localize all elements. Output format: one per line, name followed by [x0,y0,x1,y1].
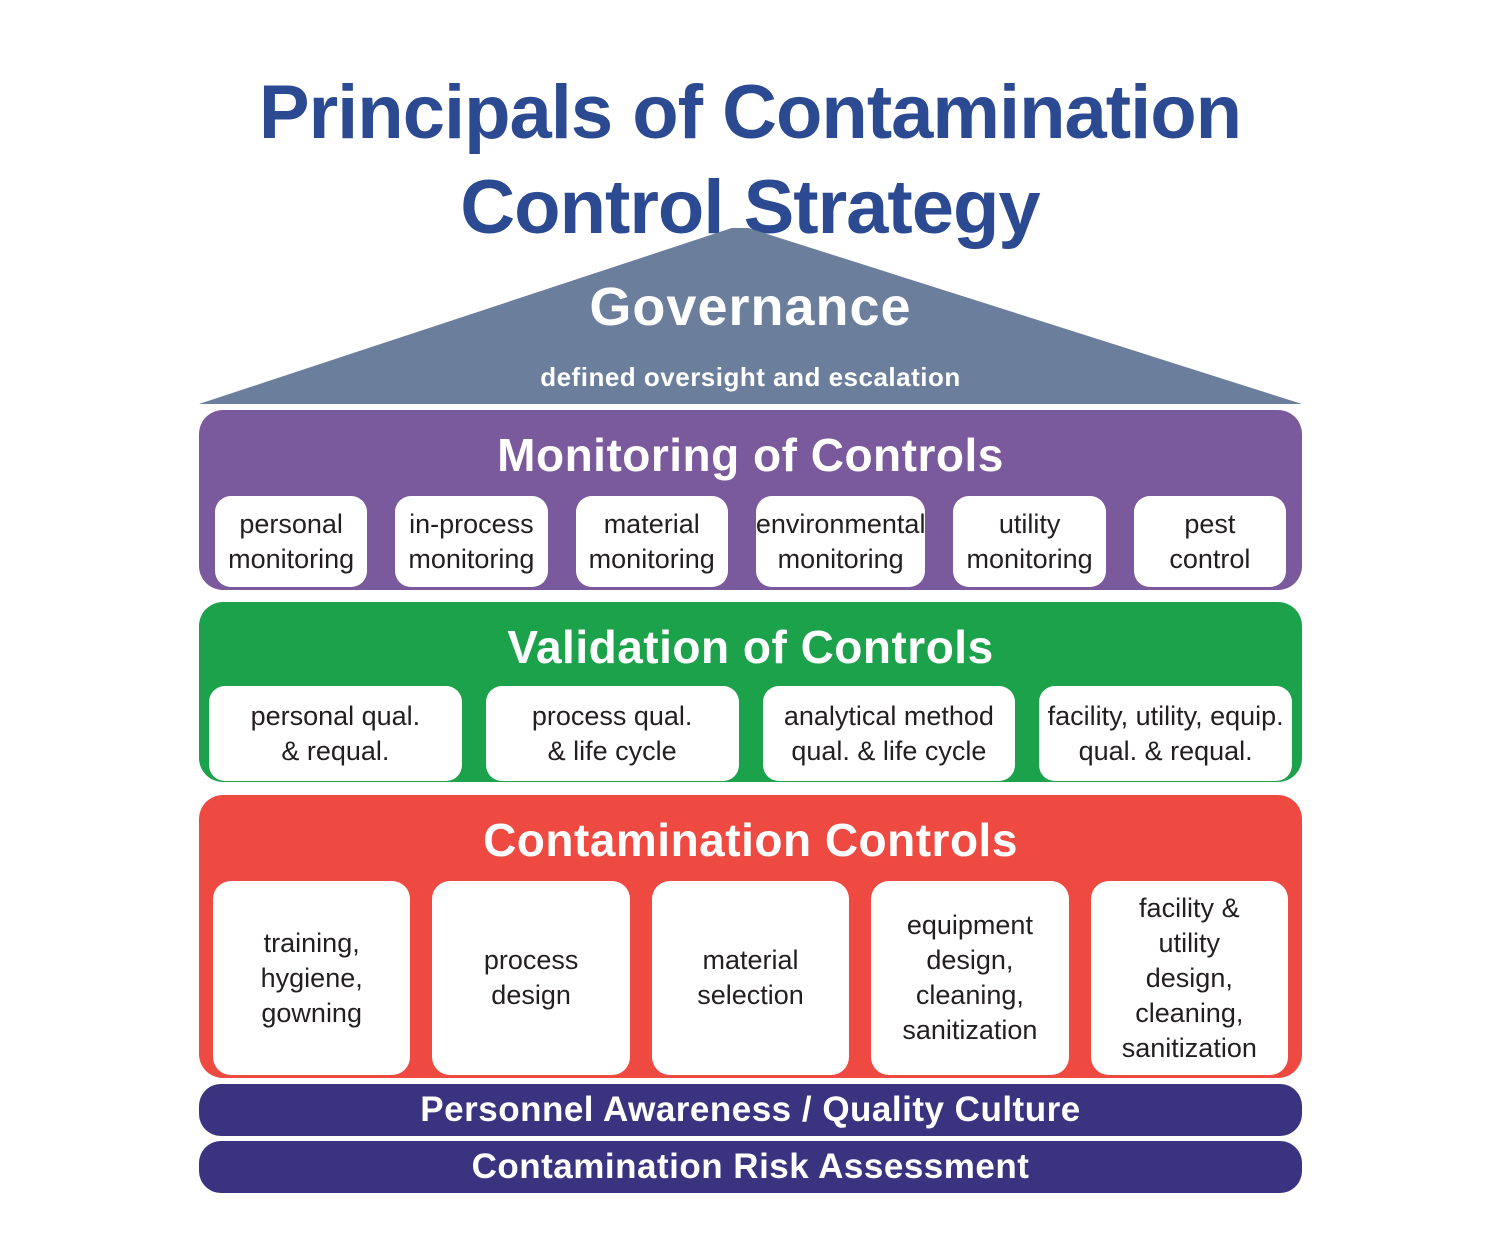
monitoring-box-material: material monitoring [575,496,728,587]
contamination-risk-assessment-label: Contamination Risk Assessment [471,1147,1030,1186]
validation-box-analytical-method: analytical method qual. & life cycle [762,686,1016,781]
contamination-box-equipment-design: equipment design, cleaning, sanitization [871,881,1069,1075]
monitoring-box-pest-control: pest control [1133,496,1286,587]
validation-box-label: personal qual. & requal. [250,700,421,766]
contamination-box-label: process design [483,945,579,1010]
governance-subheading: defined oversight and escalation [540,362,961,392]
contamination-band-boxes: training, hygiene, gowning process desig… [199,867,1302,1075]
validation-box-label: analytical method qual. & life cycle [783,700,994,766]
contamination-box-label: equipment design, cleaning, sanitization [902,910,1038,1045]
contamination-box-label: facility & utility design, cleaning, san… [1121,892,1257,1063]
monitoring-box-environmental: environmental monitoring [755,496,926,587]
monitoring-band-heading: Monitoring of Controls [497,429,1004,481]
contamination-box-label: training, hygiene, gowning [260,927,363,1028]
validation-of-controls-band: Validation of Controls personal qual. & … [199,602,1302,782]
contamination-box-training: training, hygiene, gowning [212,881,411,1075]
monitoring-box-label: material monitoring [588,508,715,574]
validation-box-label: process qual. & life cycle [531,700,693,766]
contamination-box-process-design: process design [432,881,630,1075]
contamination-box-facility-utility-design: facility & utility design, cleaning, san… [1090,881,1289,1075]
monitoring-box-personal: personal monitoring [215,496,368,587]
page-title-line1: Principals of Contamination [258,69,1242,155]
monitoring-box-in-process: in-process monitoring [395,496,548,587]
personnel-awareness-label: Personnel Awareness / Quality Culture [420,1090,1081,1129]
contamination-risk-assessment-bar: Contamination Risk Assessment [199,1141,1302,1193]
monitoring-box-label: in-process monitoring [408,508,535,574]
contamination-box-label: material selection [697,945,804,1010]
personnel-awareness-bar: Personnel Awareness / Quality Culture [199,1084,1302,1136]
contamination-band-heading: Contamination Controls [483,814,1018,866]
validation-box-personal-qual: personal qual. & requal. [209,686,462,781]
contamination-controls-band: Contamination Controls training, hygiene… [199,795,1302,1078]
validation-box-facility-utility-equip: facility, utility, equip. qual. & requal… [1039,686,1292,781]
monitoring-box-utility: utility monitoring [953,496,1106,587]
validation-box-label: facility, utility, equip. qual. & requal… [1047,700,1284,766]
contamination-box-material-selection: material selection [651,881,850,1075]
monitoring-box-label: pest control [1169,508,1251,574]
validation-band-heading: Validation of Controls [507,621,994,673]
governance-heading: Governance [589,277,912,337]
governance-roof: Governance defined oversight and escalat… [199,228,1302,404]
monitoring-box-label: environmental monitoring [755,508,926,574]
monitoring-box-label: personal monitoring [228,508,355,574]
monitoring-band-boxes: personal monitoring in-process monitorin… [199,482,1302,587]
validation-box-process-qual: process qual. & life cycle [485,686,739,781]
validation-band-boxes: personal qual. & requal. process qual. &… [199,674,1302,781]
monitoring-box-label: utility monitoring [966,508,1093,574]
page-title: Principals of Contamination Control Stra… [0,65,1500,255]
monitoring-of-controls-band: Monitoring of Controls personal monitori… [199,410,1302,590]
strategy-house: Governance defined oversight and escalat… [199,228,1302,1193]
